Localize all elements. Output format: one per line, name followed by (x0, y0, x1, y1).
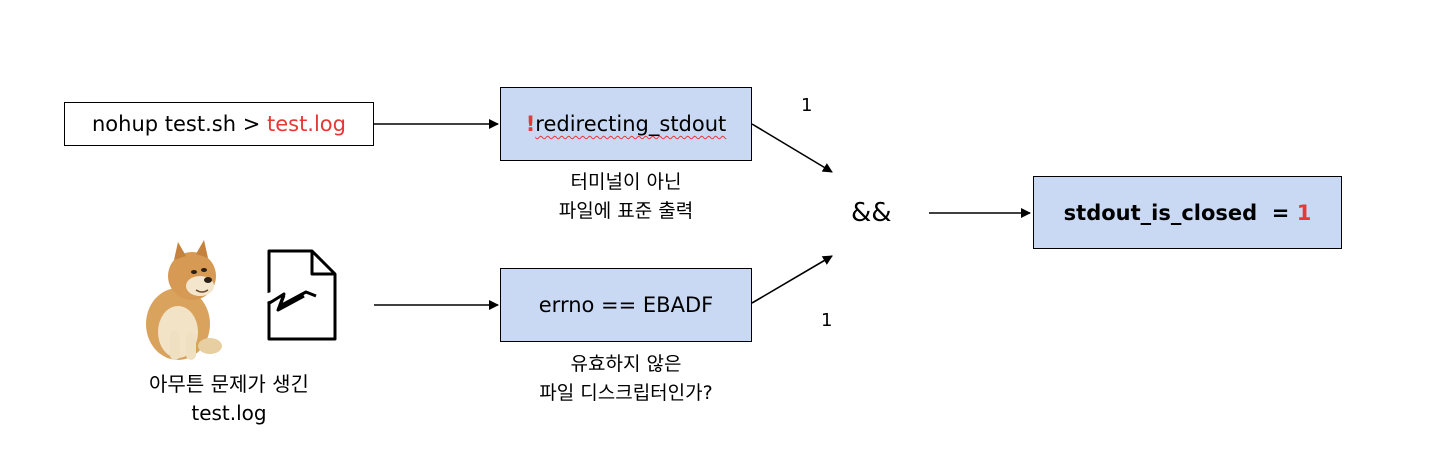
check-errno-caption: 유효하지 않은 파일 디스크립터인가? (496, 350, 756, 408)
and-operator: && (851, 198, 892, 228)
source-command-box: nohup test.sh > test.log (64, 102, 374, 146)
caption-line: 파일에 표준 출력 (558, 200, 694, 222)
check-redirecting-stdout-box: !redirecting_stdout (500, 87, 752, 161)
check-errno-text: errno == EBADF (538, 293, 714, 317)
negation-mark: ! (525, 112, 536, 136)
result-text: stdout_is_closed = (1063, 200, 1297, 225)
caption-line: 유효하지 않은 (570, 353, 682, 375)
arrow-check2-to-and (751, 255, 833, 304)
caption-line: 터미널이 아닌 (570, 171, 682, 193)
edge-label-top: 1 (801, 95, 813, 116)
caption-line: test.log (191, 401, 267, 425)
result-value: 1 (1296, 200, 1312, 225)
edge-label-bottom: 1 (821, 310, 833, 331)
source-command-text: nohup test.sh > (91, 112, 267, 136)
source-command-logfile: test.log (266, 112, 346, 136)
broken-file-caption: 아무튼 문제가 생긴 test.log (99, 370, 359, 428)
caption-line: 아무튼 문제가 생긴 (149, 372, 309, 396)
arrow-check1-to-and (751, 123, 833, 173)
check-redirecting-stdout-text: redirecting_stdout (535, 112, 727, 136)
check-redirecting-stdout-caption: 터미널이 아닌 파일에 표준 출력 (496, 168, 756, 226)
caption-line: 파일 디스크립터인가? (539, 382, 713, 404)
broken-file-icon (266, 249, 337, 341)
check-errno-box: errno == EBADF (500, 268, 752, 342)
result-box: stdout_is_closed = 1 (1033, 176, 1342, 249)
cheems-dog-icon (146, 240, 222, 360)
